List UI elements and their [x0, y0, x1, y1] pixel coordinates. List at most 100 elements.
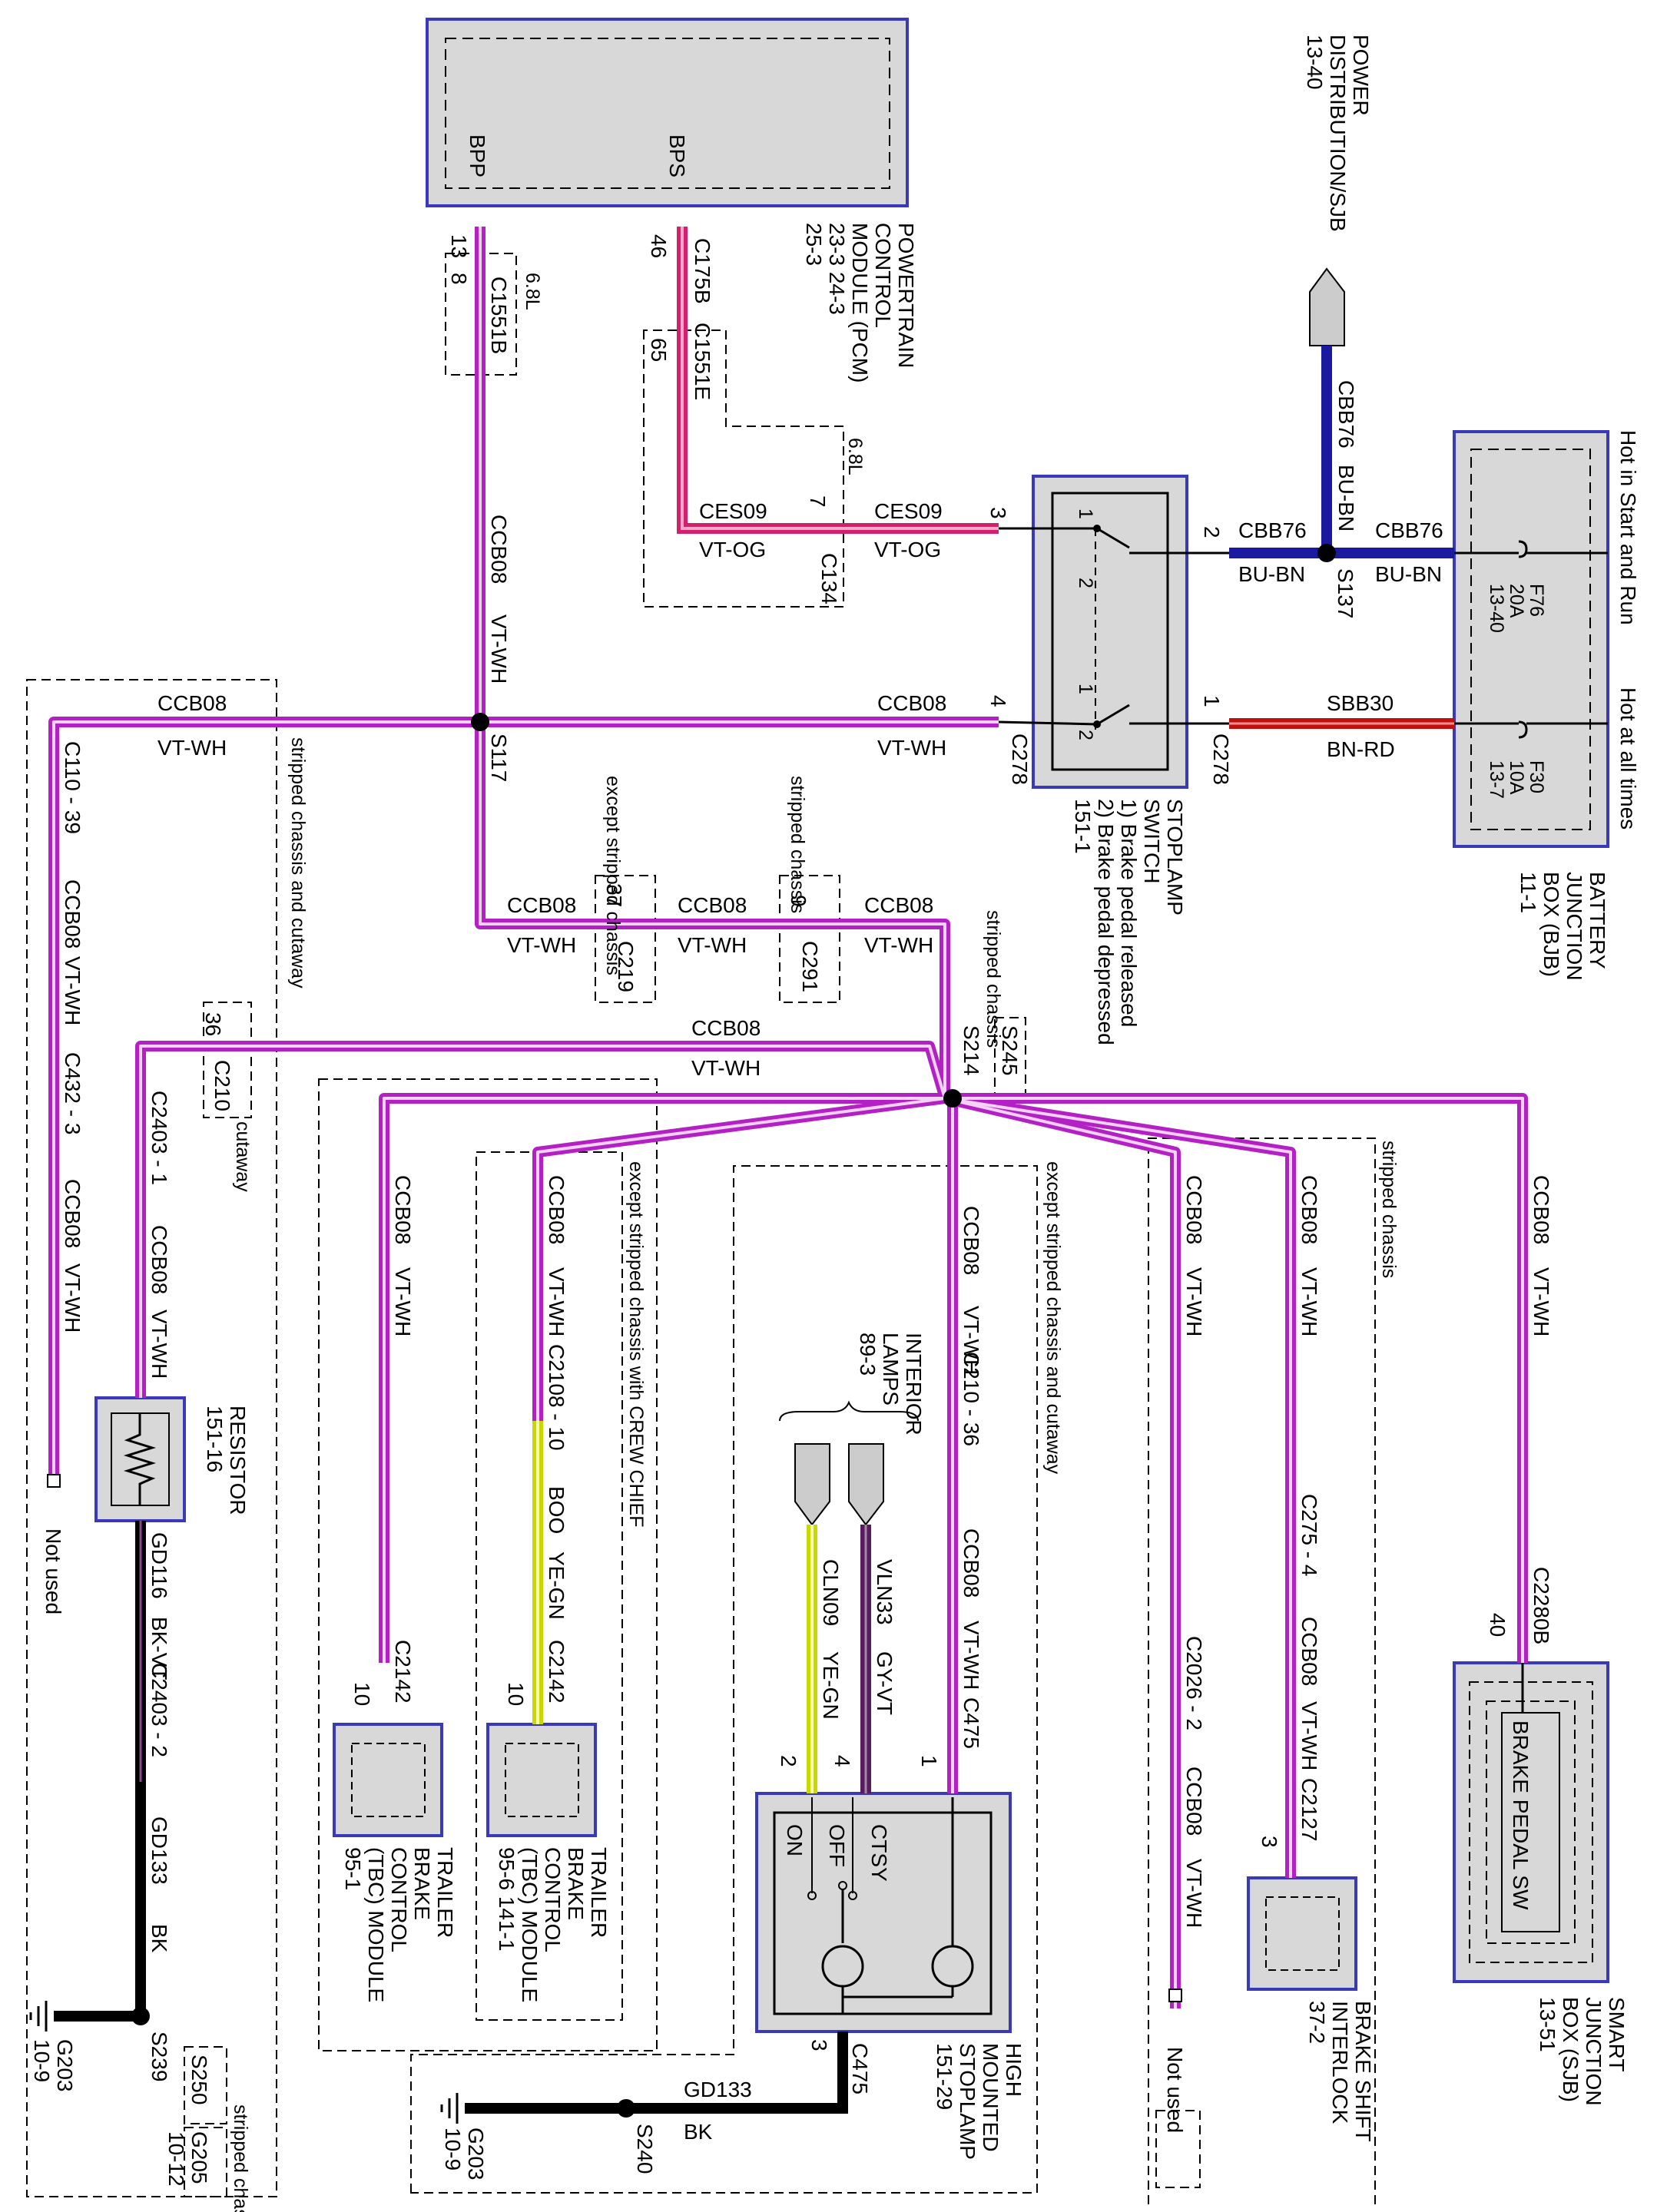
svg-text:BATTERY: BATTERY [1586, 872, 1609, 969]
smart-junction-box: BRAKE PEDAL SW SMART JUNCTION BOX (SJB) … [1453, 1661, 1629, 2106]
svg-text:MOUNTED: MOUNTED [979, 2043, 1002, 2152]
svg-text:151-1: 151-1 [1071, 799, 1095, 854]
svg-text:S117: S117 [487, 733, 511, 782]
svg-text:VT-WH: VT-WH [877, 736, 946, 760]
svg-text:VT-OG: VT-OG [874, 538, 941, 561]
svg-text:BOX (SJB): BOX (SJB) [1559, 1997, 1582, 2102]
svg-text:95-1: 95-1 [341, 1847, 365, 1890]
svg-text:CCB08: CCB08 [61, 879, 85, 949]
svg-text:S250: S250 [187, 2055, 211, 2104]
svg-text:F76: F76 [1526, 584, 1547, 617]
svg-text:BK-VT: BK-VT [147, 1617, 171, 1680]
svg-text:36: 36 [201, 1012, 225, 1036]
pin-numbers: 13 8 46 65 7 3 2 1 4 37 9 36 10 10 40 2 … [201, 234, 1510, 2051]
svg-text:VT-WH: VT-WH [864, 933, 933, 957]
svg-text:GD116: GD116 [147, 1532, 171, 1599]
svg-text:C2403 - 1: C2403 - 1 [147, 1091, 171, 1185]
svg-text:(TBC) MODULE: (TBC) MODULE [364, 1847, 388, 2002]
svg-text:LAMPS: LAMPS [879, 1333, 903, 1406]
svg-text:C2127: C2127 [1297, 1778, 1321, 1842]
svg-text:20A: 20A [1506, 584, 1527, 618]
svg-text:7: 7 [806, 495, 830, 508]
svg-text:CONTROL: CONTROL [387, 1847, 411, 1952]
svg-text:11-1: 11-1 [1516, 872, 1540, 913]
svg-text:23-3 24-3: 23-3 24-3 [825, 223, 849, 315]
svg-text:CCB08: CCB08 [545, 1175, 568, 1244]
svg-text:POWER: POWER [1349, 35, 1373, 116]
svg-text:stripped chassis: stripped chassis [1378, 1141, 1400, 1278]
svg-text:VT-WH: VT-WH [1529, 1267, 1553, 1336]
svg-text:JUNCTION: JUNCTION [1563, 872, 1586, 981]
svg-text:VT-WH: VT-WH [507, 933, 576, 957]
pcm-module: BPP BPS POWERTRAIN CONTROL MODULE (PCM) … [426, 18, 918, 382]
svg-text:CBB76: CBB76 [1375, 518, 1443, 542]
splice-labels: S117 S137 S214 S245 S239 S250 S240 G203 … [30, 568, 1357, 2187]
svg-text:stripped chassis: stripped chassis [983, 910, 1004, 1048]
svg-text:89-3: 89-3 [856, 1333, 880, 1376]
svg-text:TRAILER: TRAILER [587, 1847, 611, 1938]
svg-text:OFF: OFF [825, 1824, 849, 1867]
svg-text:C278: C278 [1209, 733, 1233, 785]
svg-text:10A: 10A [1506, 760, 1527, 795]
svg-text:cutaway: cutaway [232, 1121, 254, 1192]
svg-text:13-51: 13-51 [1536, 1997, 1559, 2052]
svg-text:S214: S214 [959, 1025, 983, 1075]
svg-text:C475: C475 [848, 2043, 872, 2094]
svg-text:6.8L: 6.8L [844, 438, 866, 475]
svg-text:8: 8 [447, 273, 471, 285]
svg-text:BK: BK [684, 2120, 713, 2144]
wire-labels: CCB08 VT-WH CES09 VT-OG CES09 VT-OG CBB7… [61, 380, 1553, 2144]
svg-text:6.8L: 6.8L [522, 273, 543, 310]
svg-text:VT-WH: VT-WH [147, 1310, 171, 1379]
svg-text:CCB08: CCB08 [147, 1225, 171, 1294]
svg-text:CCB08: CCB08 [1182, 1767, 1206, 1836]
svg-text:C432 - 3: C432 - 3 [61, 1052, 85, 1134]
svg-text:151-16: 151-16 [203, 1406, 227, 1472]
svg-text:YE-GN: YE-GN [819, 1651, 843, 1720]
svg-text:except stripped chassis and cu: except stripped chassis and cutaway [1042, 1161, 1064, 1475]
svg-text:VT-WH: VT-WH [1182, 1859, 1206, 1928]
svg-text:VT-WH: VT-WH [61, 956, 85, 1025]
svg-text:VT-OG: VT-OG [699, 538, 766, 561]
svg-text:BU-BN: BU-BN [1334, 465, 1358, 531]
svg-text:stripped chassis and cutaway: stripped chassis and cutaway [287, 737, 309, 988]
svg-text:CLN09: CLN09 [819, 1559, 843, 1626]
svg-text:CCB08: CCB08 [391, 1175, 415, 1244]
svg-text:C1551B: C1551B [487, 276, 511, 354]
high-mounted-stoplamp: ON OFF CTSY HIGH MOUNTED STOPLAMP 151-29 [755, 1792, 1026, 2160]
battery-junction-box: Hot in Start and Run Hot at all times F7… [1453, 430, 1640, 981]
svg-text:GD133: GD133 [684, 2078, 752, 2101]
svg-text:SBB30: SBB30 [1327, 691, 1394, 715]
svg-text:10-9: 10-9 [441, 2128, 465, 2171]
svg-text:C278: C278 [1008, 733, 1032, 785]
svg-text:C2108 - 10: C2108 - 10 [545, 1344, 568, 1451]
svg-text:CONTROL: CONTROL [541, 1847, 565, 1952]
svg-text:CCB08: CCB08 [864, 893, 933, 917]
svg-text:SWITCH: SWITCH [1140, 799, 1164, 883]
svg-text:VLN33: VLN33 [873, 1559, 896, 1625]
svg-text:except stripped chassis with C: except stripped chassis with CREW CHIEF [625, 1161, 647, 1528]
svg-text:1) Brake pedal released: 1) Brake pedal released [1117, 799, 1141, 1027]
svg-text:BOX (BJB): BOX (BJB) [1539, 872, 1563, 977]
svg-text:37-2: 37-2 [1305, 2001, 1329, 2044]
svg-text:BOO: BOO [545, 1486, 568, 1534]
svg-text:10: 10 [504, 1682, 528, 1706]
svg-text:10-12: 10-12 [164, 2131, 188, 2187]
svg-text:MODULE (PCM): MODULE (PCM) [848, 223, 872, 382]
notes: 6.8L 6.8L stripped chassis except stripp… [230, 273, 1400, 2212]
svg-text:CCB08: CCB08 [959, 1206, 983, 1275]
svg-text:C2142: C2142 [391, 1640, 415, 1704]
svg-text:CCB08: CCB08 [61, 1179, 85, 1248]
svg-text:G203: G203 [53, 2039, 77, 2092]
svg-text:40: 40 [1486, 1613, 1510, 1637]
svg-text:3: 3 [1258, 1836, 1281, 1848]
svg-text:CCB08: CCB08 [507, 893, 576, 917]
svg-text:1: 1 [1200, 695, 1224, 707]
svg-text:BRAKE: BRAKE [410, 1847, 434, 1920]
svg-text:S239: S239 [147, 2032, 171, 2081]
svg-text:C110 - 39: C110 - 39 [61, 741, 85, 834]
svg-text:C275 - 4: C275 - 4 [1297, 1494, 1321, 1576]
svg-text:CCB08: CCB08 [678, 893, 747, 917]
svg-text:13-40: 13-40 [1486, 584, 1507, 633]
